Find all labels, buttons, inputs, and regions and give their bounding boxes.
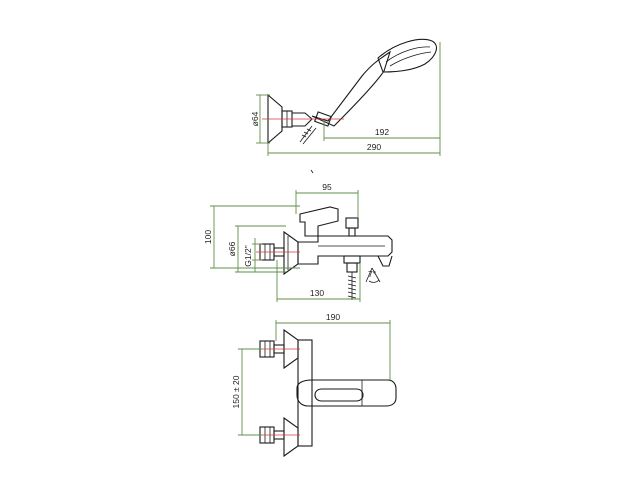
- mixer-front-view: 190 150 ± 20: [231, 312, 397, 458]
- dim-label-side-diameter: ø66: [227, 241, 237, 256]
- dim-side-depth: 130: [276, 260, 361, 302]
- handle-collar: [314, 111, 332, 127]
- dim-label-handset-length: 192: [375, 127, 389, 137]
- dim-top-diameter: ø64: [250, 94, 270, 144]
- dim-label-angle: 7°: [368, 269, 376, 279]
- dim-label-side-depth: 130: [310, 288, 324, 298]
- dim-side-thread: G1/2": [243, 238, 262, 272]
- dim-label-overall-length: 290: [367, 142, 381, 152]
- front-lower-connector: [259, 416, 299, 458]
- dim-label-side-height: 100: [203, 230, 213, 244]
- side-lever: [299, 206, 339, 237]
- front-mixer-body: [297, 339, 313, 447]
- dim-side-width: 95: [295, 182, 359, 218]
- dim-label-front-width: 190: [326, 312, 340, 322]
- hand-shower-view: ø64 192 290: [250, 38, 441, 174]
- mixer-side-view: 7° 95 100 ø66 G1/2": [203, 182, 393, 302]
- front-lever: [296, 379, 397, 407]
- bracket-holder: [292, 112, 313, 127]
- side-diverter-knob: [345, 217, 359, 229]
- dim-front-spacing: 150 ± 20: [231, 348, 262, 436]
- dim-handset-length: 192: [323, 42, 441, 141]
- dim-front-width: 190: [275, 312, 391, 380]
- side-spout: [377, 255, 393, 267]
- side-hose-outlet: [343, 255, 361, 264]
- dim-overall-length: 290: [267, 141, 441, 156]
- dim-label-side-width: 95: [322, 182, 332, 192]
- side-mixer-body: [297, 235, 393, 265]
- side-hose: [347, 272, 357, 300]
- dim-side-diameter: ø66: [227, 225, 286, 273]
- shower-head: [377, 38, 438, 73]
- shower-handle: [311, 50, 391, 127]
- wall-bracket: [267, 93, 283, 145]
- shower-hose: [299, 125, 317, 145]
- angle-arc: [365, 267, 381, 283]
- front-lever-slot: [314, 388, 364, 402]
- dim-label-top-diameter: ø64: [250, 111, 260, 126]
- dim-label-front-spacing: 150 ± 20: [231, 375, 241, 408]
- dim-label-side-thread: G1/2": [243, 245, 253, 266]
